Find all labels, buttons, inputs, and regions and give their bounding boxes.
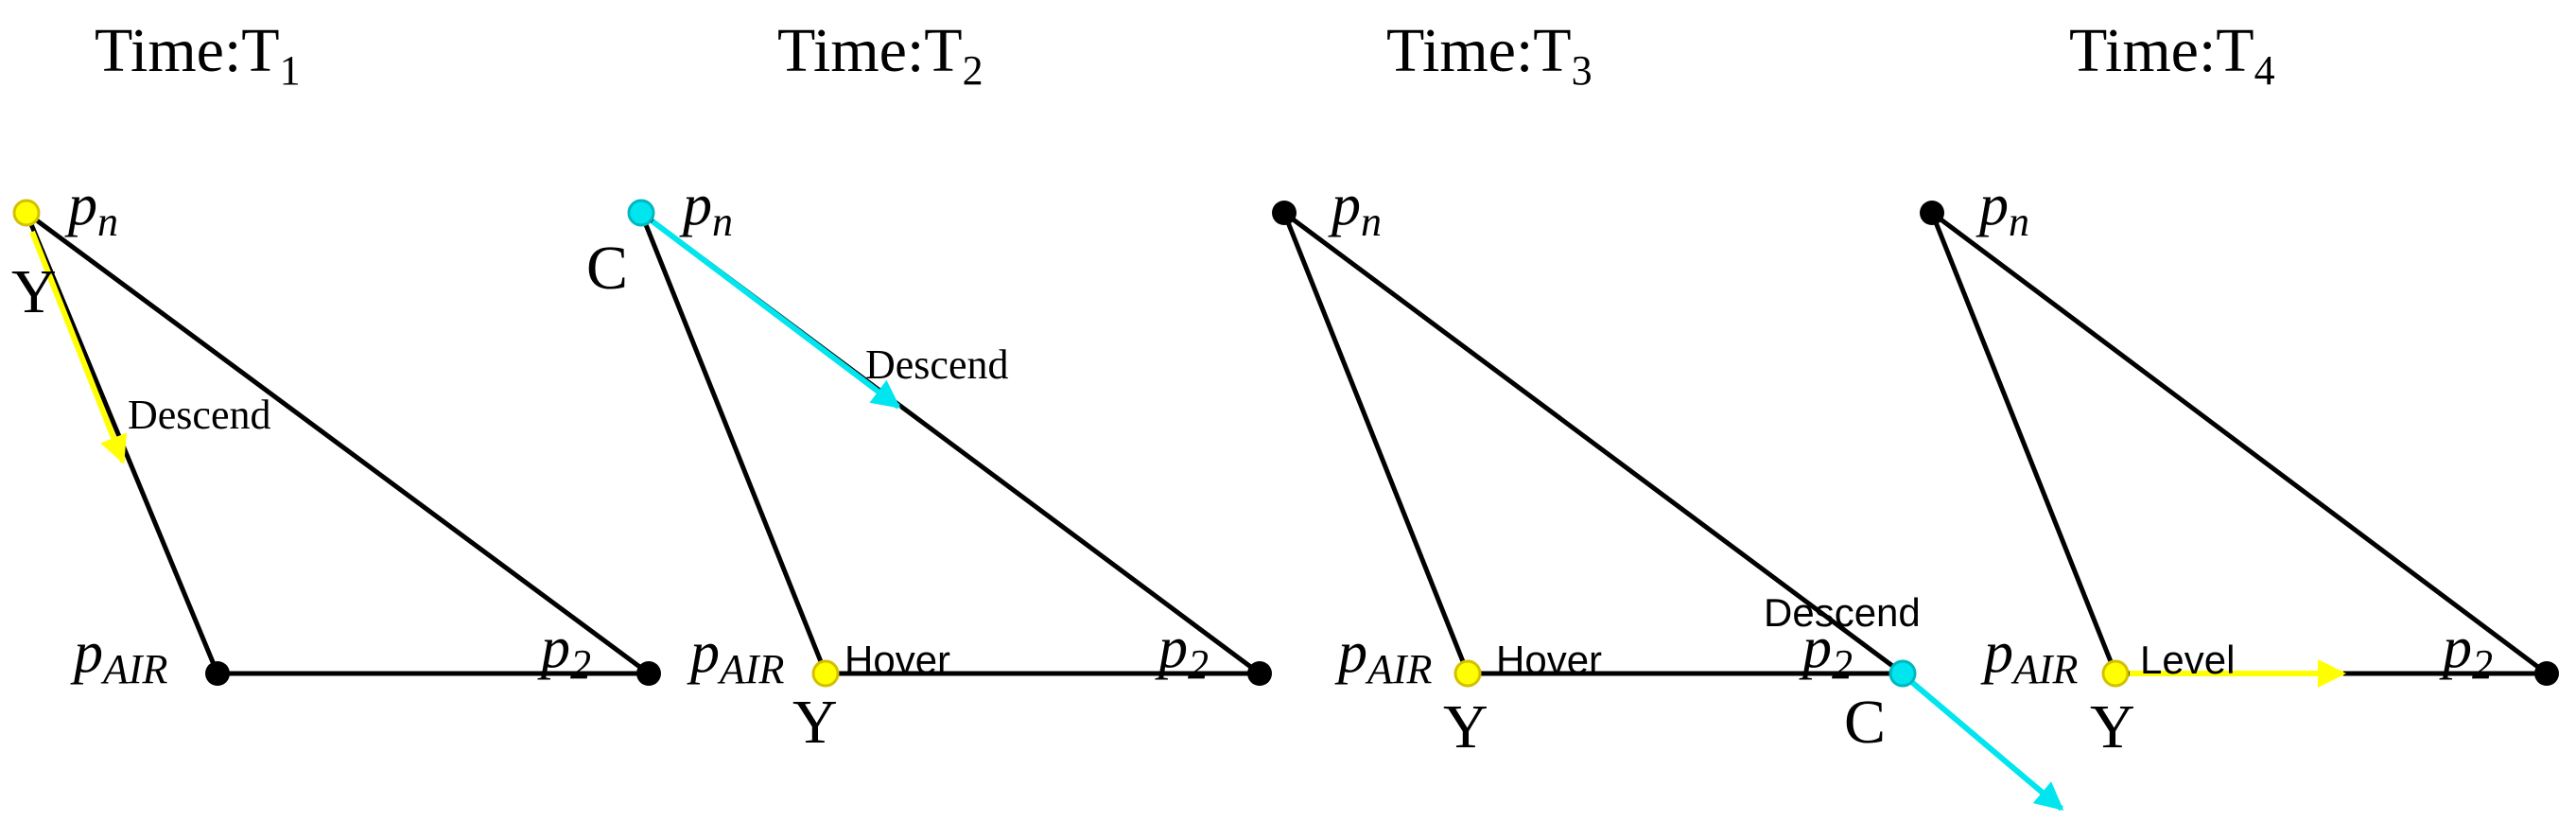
panel-3: Time:T3 pn pAIR p2 Hover Descend Y C [1272,16,2064,812]
panel-1-title: Time:T1 [95,16,301,94]
marker-y: Y [11,257,57,326]
level-label: Level [2140,638,2235,682]
node-pair [1453,659,1482,688]
label-p2: p2 [2439,616,2493,688]
panel-2: Time:T2 Descend pn pAIR p2 Hover C Y [586,16,1272,757]
marker-y: Y [2090,692,2135,761]
node-pair [2101,659,2130,688]
node-pn [12,199,41,227]
edge-pn-p2 [1282,210,1905,676]
node-pair [205,661,230,686]
label-pair: pAIR [1980,621,2079,692]
label-pn: pn [1328,173,1382,245]
hover-label: Hover [1496,638,1602,682]
hover-label: Hover [844,638,950,682]
descend-arrow [29,230,128,464]
label-pair: pAIR [70,621,168,692]
panel-1: Time:T1 Descend pn pAIR p2 Y [11,16,661,692]
label-p2: p2 [1799,616,1853,688]
node-p2 [1247,661,1272,686]
descend-arrow [651,219,901,410]
node-pn [1920,201,1944,225]
label-p2: p2 [1155,616,1209,688]
label-pair: pAIR [687,621,785,692]
label-pn: pn [64,173,118,245]
descend-arrow [1906,676,2064,812]
edge-pn-p2 [1930,210,2549,676]
edge-pn-pair [1929,212,2118,674]
panel-4: Time:T4 pn pAIR p2 Level Y [1920,16,2559,761]
descend-label: Descend [1764,590,1921,635]
node-pn [1272,201,1297,225]
node-pair [811,659,840,688]
descend-label: Descend [128,392,271,438]
label-p2: p2 [537,616,591,688]
panel-2-title: Time:T2 [777,16,983,94]
node-pn [627,199,655,227]
panel-3-title: Time:T3 [1386,16,1593,94]
node-p2 [2534,661,2559,686]
marker-c: C [586,234,628,303]
edge-pn-pair [638,212,828,674]
panel-4-title: Time:T4 [2069,16,2275,94]
edge-pn-p2 [25,210,651,676]
edge-pn-pair [1281,212,1471,674]
node-p2 [1888,659,1917,688]
marker-c: C [1844,688,1886,757]
node-p2 [636,661,661,686]
marker-y: Y [1443,692,1488,761]
marker-y: Y [792,688,838,757]
label-pn: pn [679,173,733,245]
label-pn: pn [1976,173,2029,245]
label-pair: pAIR [1334,621,1433,692]
descend-label: Descend [865,341,1009,388]
